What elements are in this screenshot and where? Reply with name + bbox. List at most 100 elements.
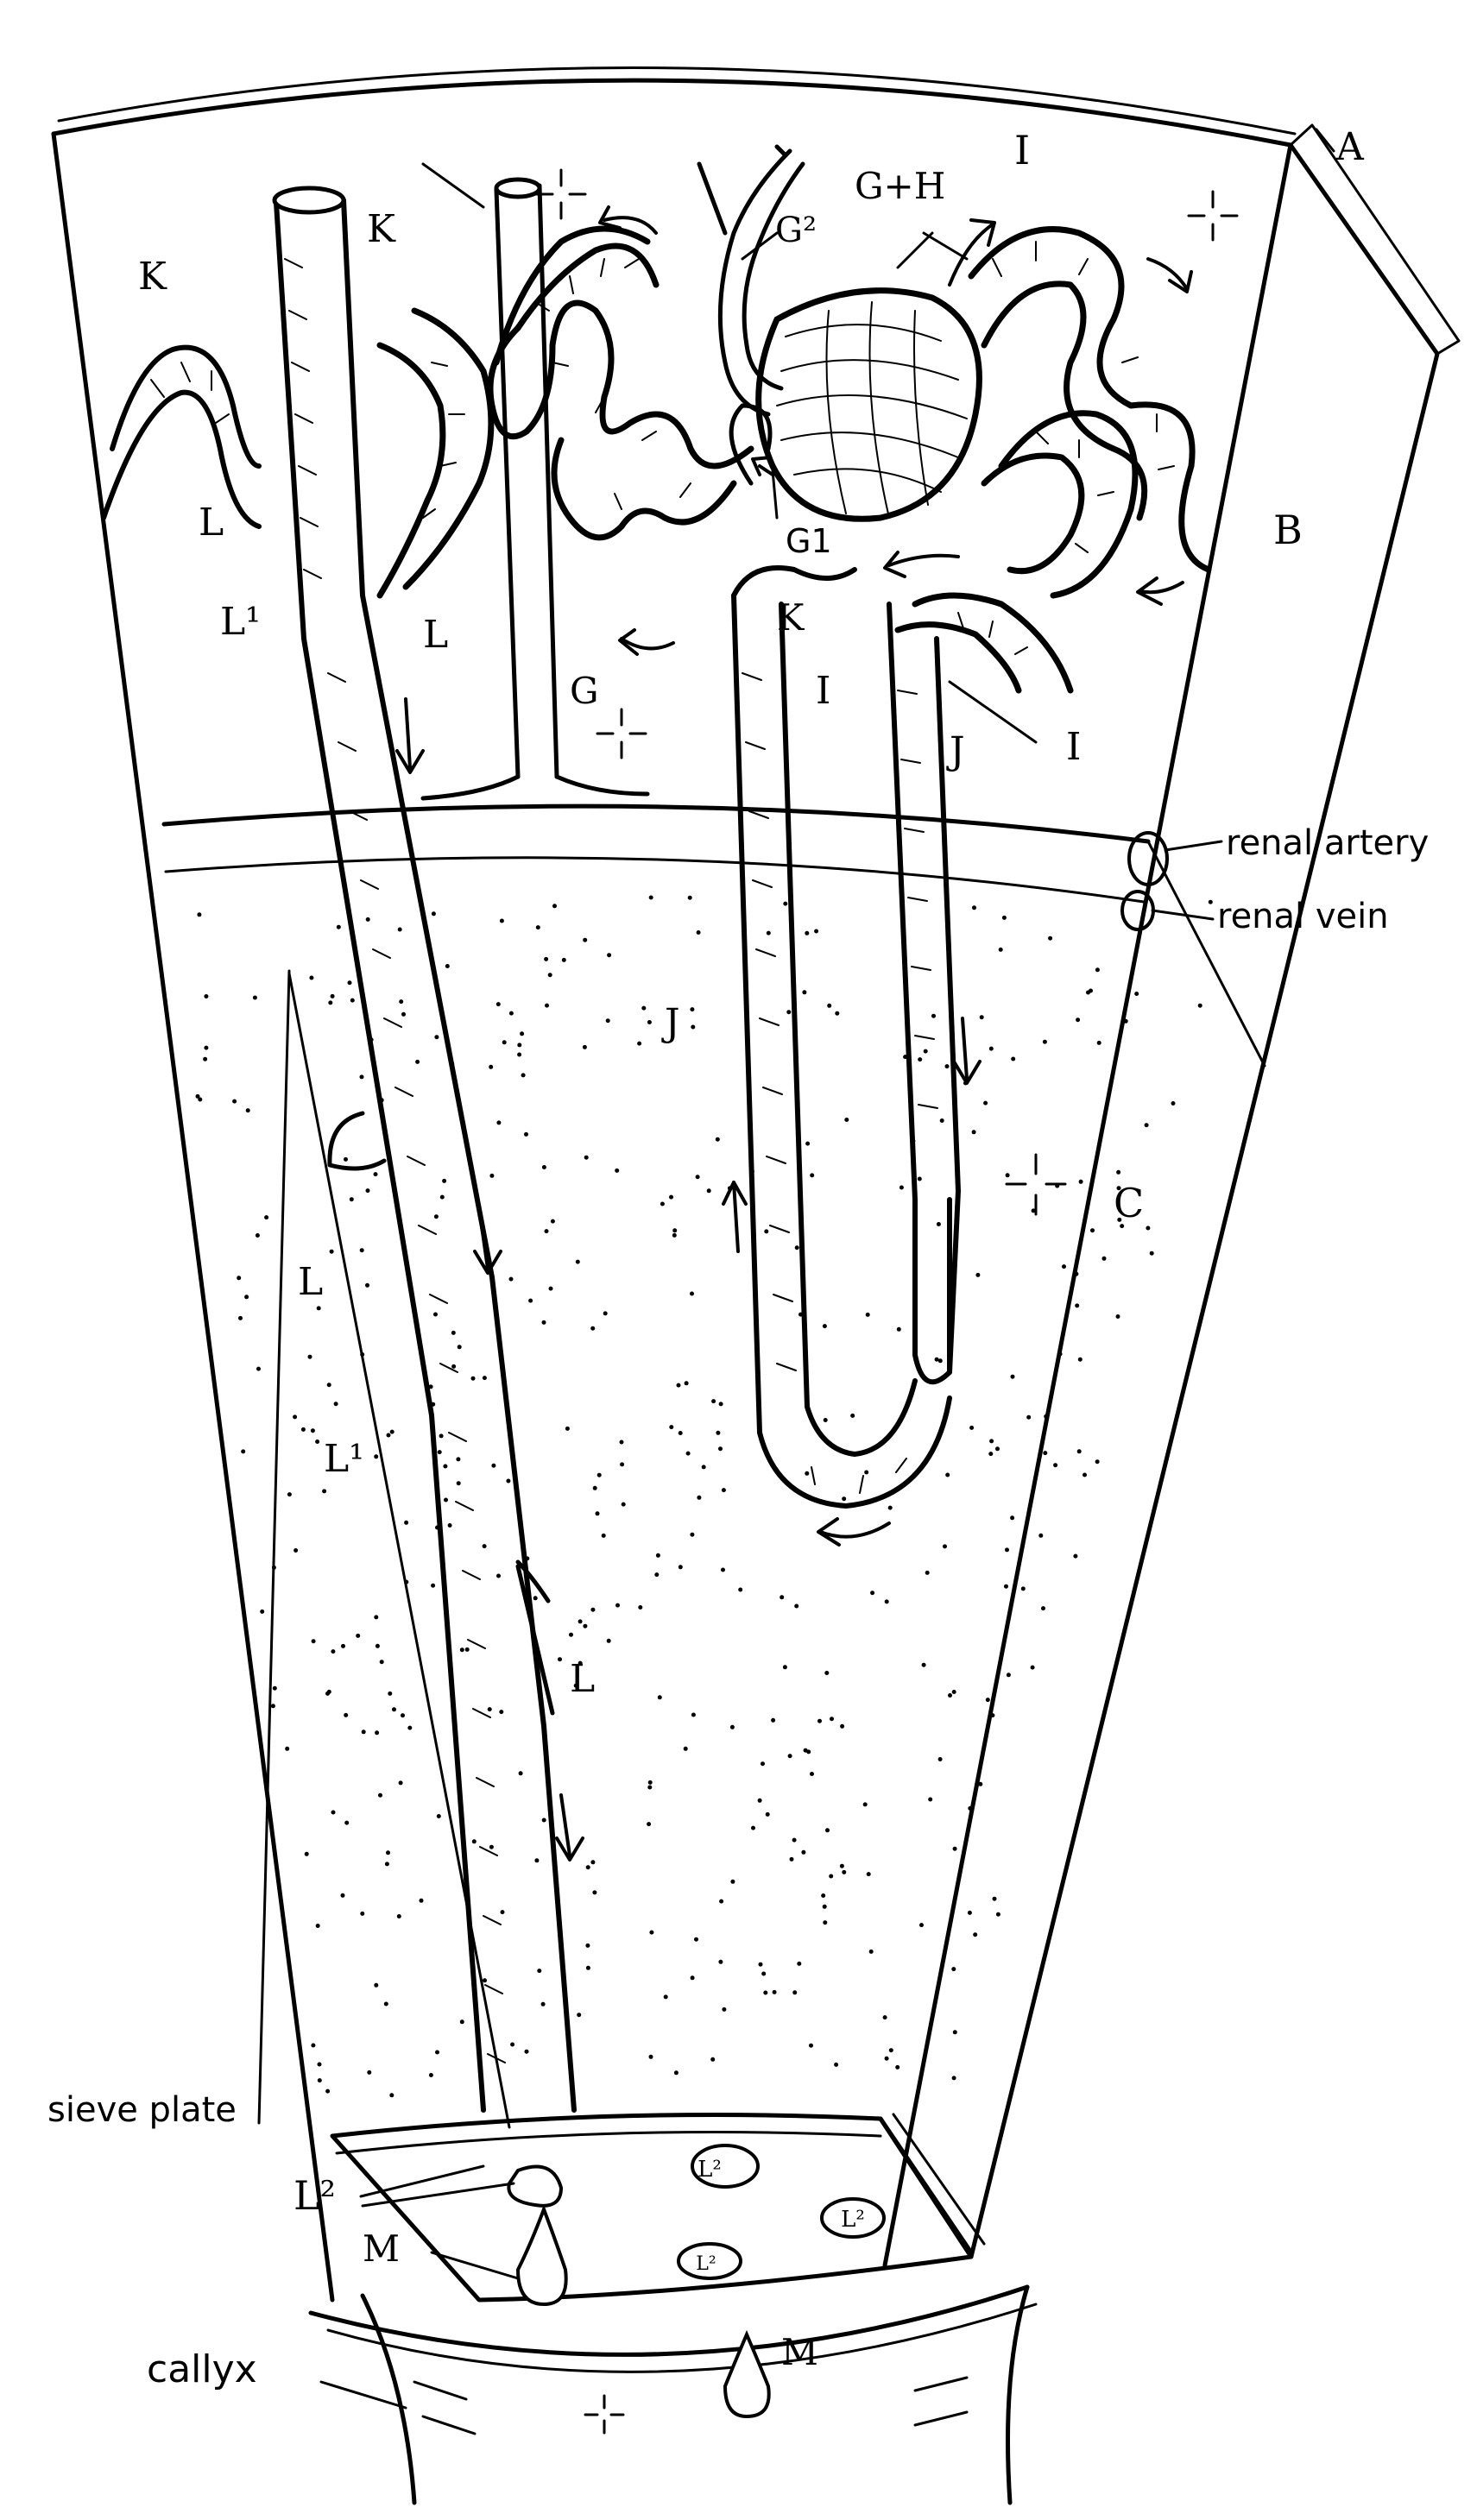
medulla-dot (1134, 992, 1139, 996)
medulla-dot (1144, 1123, 1149, 1128)
medulla-dot (805, 1141, 811, 1146)
medulla-dot (374, 1615, 379, 1620)
medulla-dot (396, 1914, 401, 1918)
medulla-dot (948, 1693, 952, 1698)
medulla-dot (585, 1865, 590, 1870)
medulla-dot (528, 1298, 533, 1303)
medulla-dot (655, 1553, 660, 1558)
glomerulus-capsule (697, 144, 982, 522)
medulla-dot (751, 1825, 755, 1830)
medulla-dot (1038, 1533, 1044, 1538)
medulla-dot (973, 1932, 978, 1937)
medulla-dot (995, 1446, 1000, 1452)
label-sieve-plate: sieve plate (47, 2090, 237, 2130)
medulla-dot (392, 1707, 396, 1712)
medulla-dot (483, 1978, 487, 1983)
label-K-loop: K (777, 596, 805, 639)
label-L-mid: L (423, 613, 448, 657)
medulla-dot (917, 1176, 922, 1181)
medulla-dot (1115, 1314, 1120, 1319)
medulla-dot (238, 1315, 243, 1320)
medulla-dot (918, 1057, 923, 1062)
labels: A B C K K K L L L L L¹ L¹ L² L² L² L² G … (47, 125, 1429, 2391)
medulla-dot (696, 930, 701, 935)
medulla-dot (864, 1470, 869, 1475)
label-M-plate: M (363, 2227, 400, 2270)
cortex-medulla-boundary (161, 803, 1266, 1068)
medulla-dot (823, 1920, 828, 1925)
medulla-dot (495, 1002, 501, 1007)
label-I-right: I (1066, 725, 1081, 769)
medulla-dot (687, 895, 692, 900)
renal-vessel-stubs (1120, 831, 1223, 931)
medulla-dot (561, 957, 566, 962)
medulla-dot (764, 1229, 769, 1234)
medulla-dot (797, 1961, 802, 1966)
medulla-dot (676, 1383, 681, 1388)
medulla-dot (1020, 1586, 1026, 1591)
medulla-dot (691, 1024, 696, 1030)
medulla-dot (605, 1018, 610, 1024)
label-renal-vein: renal vein (1217, 897, 1389, 936)
medulla-dot (757, 1798, 762, 1803)
medulla-dot (969, 1425, 975, 1430)
medulla-dot (439, 1194, 445, 1200)
medulla-dot (489, 1844, 494, 1849)
medulla-dot (578, 1660, 583, 1666)
medulla-dot (307, 1354, 312, 1359)
medulla-dot (780, 1595, 785, 1600)
flow-arrows (395, 205, 1193, 1862)
medulla-dot (771, 1717, 776, 1723)
label-G: G (570, 670, 599, 712)
medulla-dot (865, 1312, 870, 1317)
medulla-dot (1078, 1179, 1083, 1184)
medulla-dot (844, 1118, 849, 1122)
medulla-dot (842, 1496, 847, 1502)
medulla-dot (888, 2048, 893, 2053)
medulla-dot (1053, 1463, 1058, 1468)
medulla-dot (647, 1785, 653, 1790)
medulla-dot (434, 1035, 439, 1040)
medulla-dot (952, 2030, 957, 2035)
medulla-dot (232, 1099, 237, 1104)
medulla-dot (951, 2076, 956, 2081)
medulla-dot (701, 1465, 706, 1470)
medulla-dot (782, 1665, 787, 1670)
medulla-dot (944, 1064, 950, 1069)
medulla-dot (356, 1633, 361, 1638)
medulla-dot (491, 1463, 496, 1468)
medulla-dot (603, 1311, 608, 1316)
medulla-dot (978, 1781, 983, 1786)
medulla-dot (496, 1573, 501, 1578)
medulla-dot (945, 1472, 950, 1477)
medulla-dot (985, 1698, 990, 1703)
medulla-dot (287, 1492, 292, 1497)
medulla-dot (1123, 1018, 1128, 1024)
medulla-dot (710, 2057, 716, 2062)
medulla-dot (621, 1502, 626, 1507)
medulla-dot (998, 947, 1003, 952)
medulla-dot (316, 1306, 321, 1311)
medulla-dot (690, 1975, 695, 1981)
sparkle-marks (535, 168, 1239, 2435)
medulla-dot (721, 1488, 726, 1493)
medulla-dot (884, 1599, 889, 1604)
medulla-dot (442, 1178, 447, 1183)
medulla-dot (786, 1010, 792, 1015)
medulla-dot (359, 1074, 364, 1080)
label-G1: G1 (786, 522, 832, 560)
medulla-dot (824, 1671, 830, 1675)
medulla-dot (615, 1168, 620, 1173)
medulla-dot (341, 1643, 345, 1648)
medulla-dot (533, 1596, 538, 1601)
medulla-dot (1004, 1584, 1008, 1589)
medulla-dot (541, 1320, 546, 1325)
medulla-dot (951, 1690, 956, 1694)
medulla-dot (457, 1345, 462, 1350)
medulla-dot (763, 1990, 768, 1995)
medulla-dot (972, 905, 976, 910)
medulla-dot (583, 1623, 588, 1629)
medulla-dot (431, 911, 436, 917)
medulla-dot (404, 1520, 409, 1525)
medulla-dot (649, 1930, 654, 1935)
